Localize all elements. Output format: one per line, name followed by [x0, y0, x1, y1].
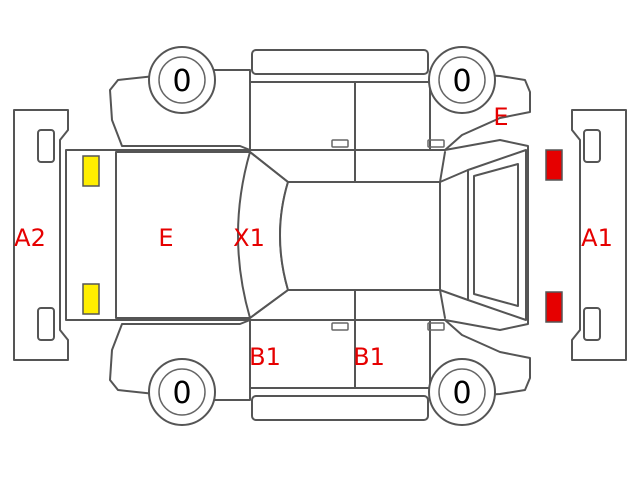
- trunk-lid: [115, 151, 251, 319]
- rocker-panel-bottom: [251, 395, 429, 421]
- tire-front-bottom: 0: [428, 358, 496, 426]
- door-handle-front-bottom: [427, 322, 445, 331]
- side-profile-top: [109, 69, 531, 151]
- front-lamp-bottom: [545, 291, 563, 323]
- mark-trunk-lid: E: [158, 224, 173, 252]
- front-bumper: [571, 109, 627, 361]
- roof-rail-top: [251, 49, 429, 75]
- tire-rear-top: 0: [148, 46, 216, 114]
- front-lamp-top: [545, 149, 563, 181]
- mark-front-fender-top: E: [493, 103, 508, 131]
- tire-rear-bottom: 0: [148, 358, 216, 426]
- tire-rear-bottom-label: 0: [172, 376, 191, 411]
- rear-bumper: [13, 109, 69, 361]
- car-body-top-view: [65, 139, 529, 331]
- door-handle-rear-bottom: [331, 322, 349, 331]
- tire-front-top-label: 0: [452, 64, 471, 99]
- tire-front-bottom-label: 0: [452, 376, 471, 411]
- door-handle-front-top: [427, 139, 445, 148]
- hood: [467, 149, 527, 321]
- mark-front-door-bottom: B1: [353, 343, 385, 371]
- windshield: [439, 169, 469, 301]
- mark-rear-door-bottom: B1: [249, 343, 281, 371]
- tire-rear-top-label: 0: [172, 64, 191, 99]
- mark-front-bumper: A1: [581, 224, 613, 252]
- tire-front-top: 0: [428, 46, 496, 114]
- mark-rear-bumper: A2: [14, 224, 46, 252]
- roof: [279, 181, 441, 291]
- door-handle-rear-top: [331, 139, 349, 148]
- rear-lamp-top: [82, 155, 100, 187]
- mark-rear-window: X1: [233, 224, 265, 252]
- rear-lamp-bottom: [82, 283, 100, 315]
